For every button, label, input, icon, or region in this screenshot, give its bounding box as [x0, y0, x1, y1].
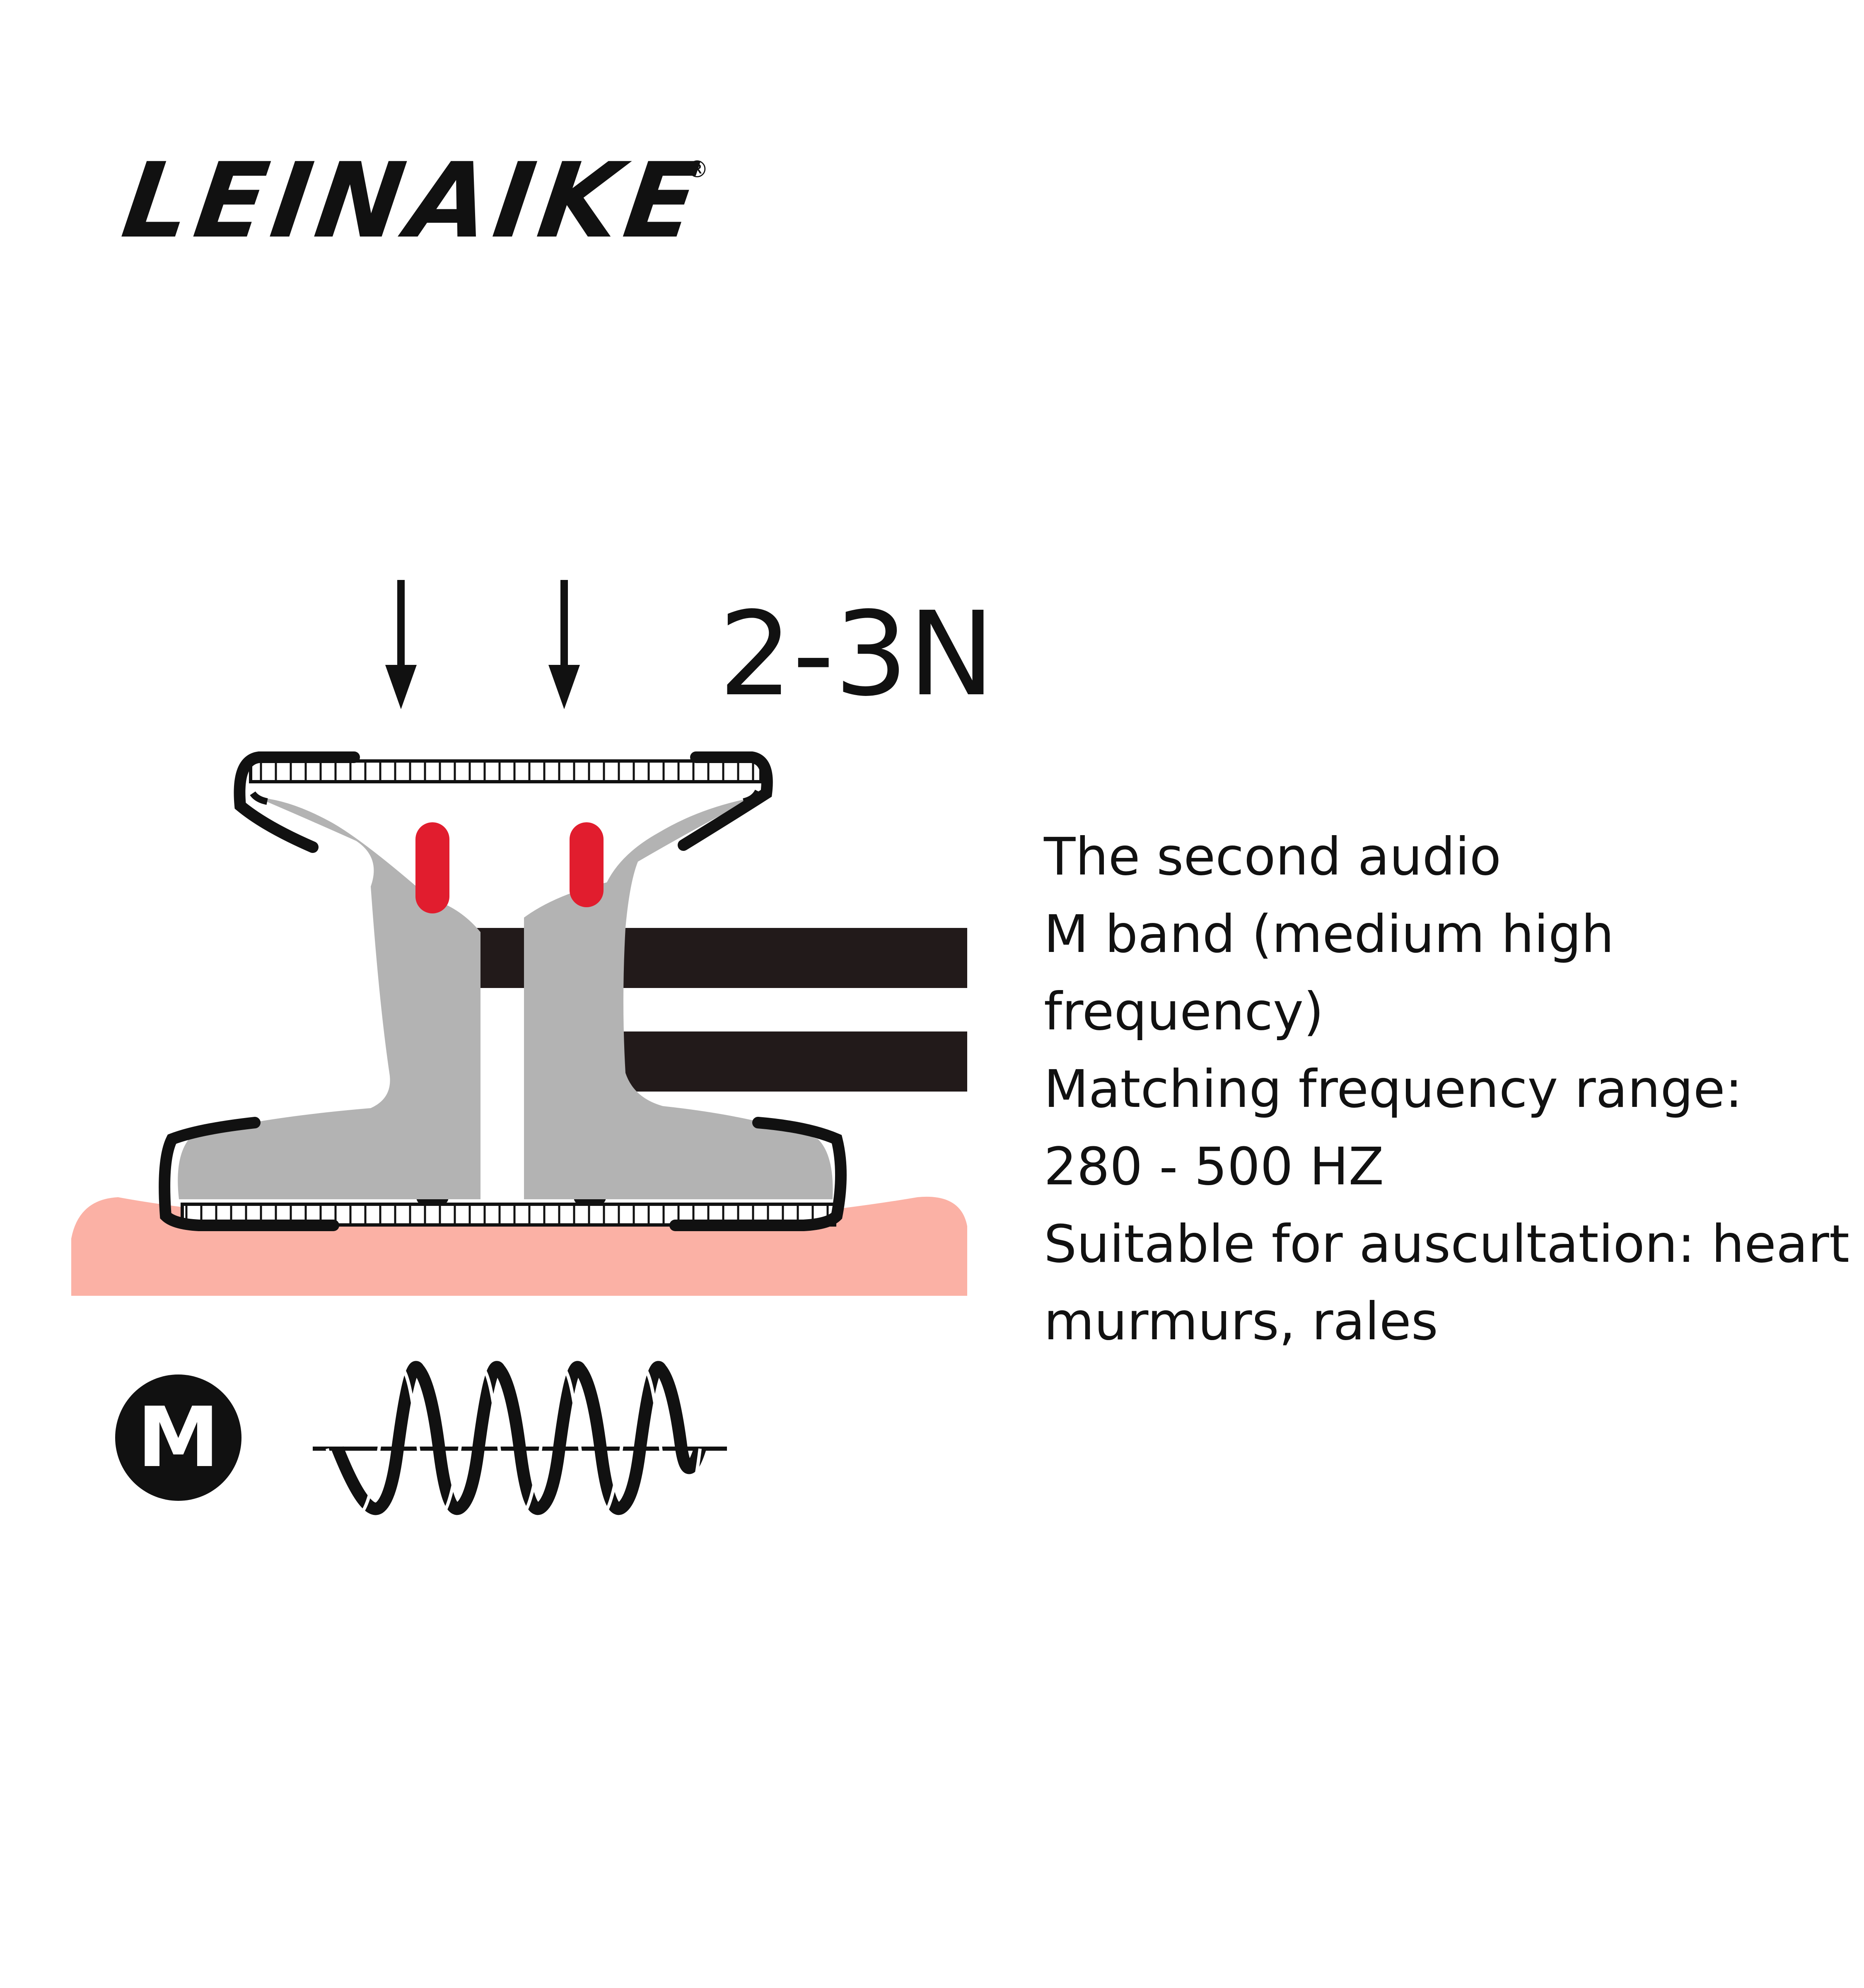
tube-lower — [609, 1031, 967, 1092]
red-accent-right — [570, 822, 604, 907]
top-rim-inner-right — [743, 790, 761, 805]
description-line: M band (medium high — [1044, 904, 1614, 964]
bottom-rim-left — [159, 1117, 339, 1231]
band-description: The second audio M band (medium high fre… — [1044, 818, 1850, 1360]
badge-letter: M — [137, 1389, 220, 1486]
description-line: murmurs, rales — [1044, 1292, 1438, 1352]
registered-mark: ® — [686, 156, 709, 183]
down-arrow-icon — [548, 580, 580, 709]
sine-wave-icon — [313, 1361, 727, 1518]
top-rim-right — [678, 751, 773, 851]
down-arrow-icon — [385, 580, 417, 709]
description-line: Matching frequency range: — [1044, 1059, 1743, 1119]
top-rim-left — [234, 751, 360, 853]
description-line: 280 - 500 HZ — [1044, 1137, 1384, 1197]
top-rim-inner-left — [250, 791, 268, 805]
red-accent-left — [415, 822, 449, 913]
upper-diaphragm — [249, 759, 763, 783]
chestpiece-body-left — [178, 797, 480, 1199]
description-line: frequency) — [1044, 982, 1324, 1042]
description-line: The second audio — [1044, 827, 1502, 887]
bottom-rim-right — [669, 1117, 847, 1231]
force-label: 2-3N — [719, 587, 995, 722]
m-band-badge: M — [115, 1374, 241, 1501]
description-line: Suitable for auscultation: heart — [1044, 1214, 1850, 1274]
